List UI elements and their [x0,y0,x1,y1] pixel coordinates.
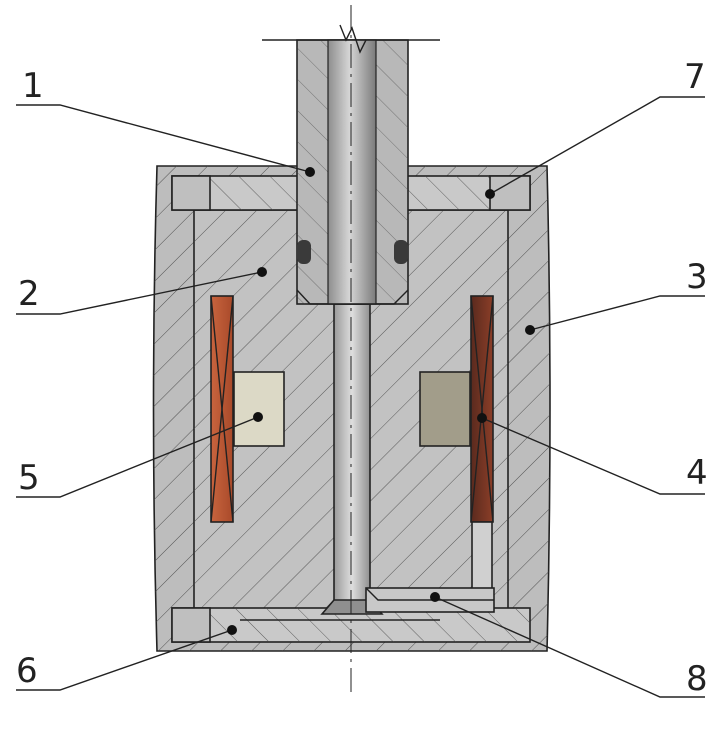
break-line [262,24,440,54]
magnet-right [419,371,471,447]
label-8: 8 [686,659,708,699]
leader-lines [16,96,705,698]
plunger-rod [296,39,409,305]
magnet-left [233,371,285,447]
bottom-plate [365,587,495,613]
label-4: 4 [686,453,708,493]
inner-shaft [320,303,384,615]
label-5: 5 [18,458,40,498]
label-6: 6 [16,651,38,691]
label-1: 1 [22,66,44,106]
label-7: 7 [684,57,706,97]
label-2: 2 [18,274,40,314]
coil-right [470,295,494,523]
leader-dots [227,167,535,635]
label-3: 3 [686,257,708,297]
coil-left [210,295,234,523]
